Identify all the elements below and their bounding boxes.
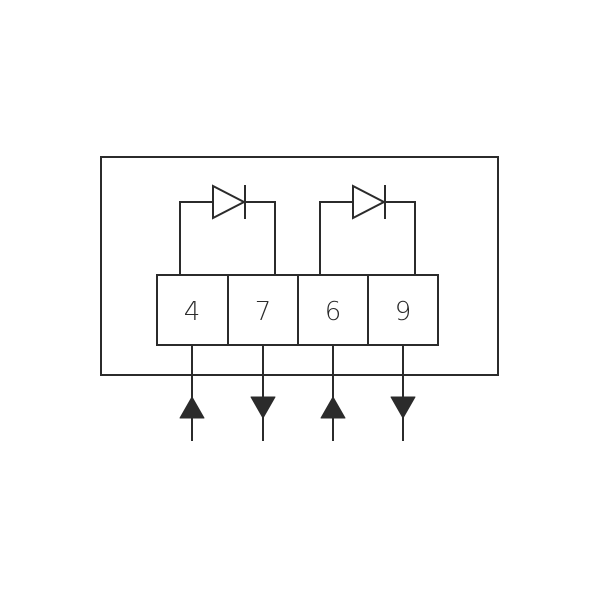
- terminal-cell-9: [367, 274, 439, 346]
- terminal-label-4: 4: [184, 297, 201, 327]
- arrow-down-icon: [390, 396, 416, 419]
- diode-1-triangle: [212, 184, 247, 220]
- arrow-up-icon: [179, 396, 205, 419]
- arrow-down-icon: [250, 396, 276, 419]
- arrow-up-icon: [320, 396, 346, 419]
- terminal-block: 4 7 6 9: [156, 274, 439, 346]
- terminal-label-7: 7: [255, 297, 272, 327]
- housing-outline: [100, 156, 499, 376]
- terminal-cell-6: [297, 274, 369, 346]
- terminal-label-9: 9: [395, 297, 412, 327]
- terminal-cell-4: [156, 274, 229, 346]
- diode-2-wire: [319, 201, 416, 276]
- diode-2-triangle: [352, 184, 387, 220]
- diode-1-wire: [179, 201, 276, 276]
- terminal-label-6: 6: [325, 297, 342, 327]
